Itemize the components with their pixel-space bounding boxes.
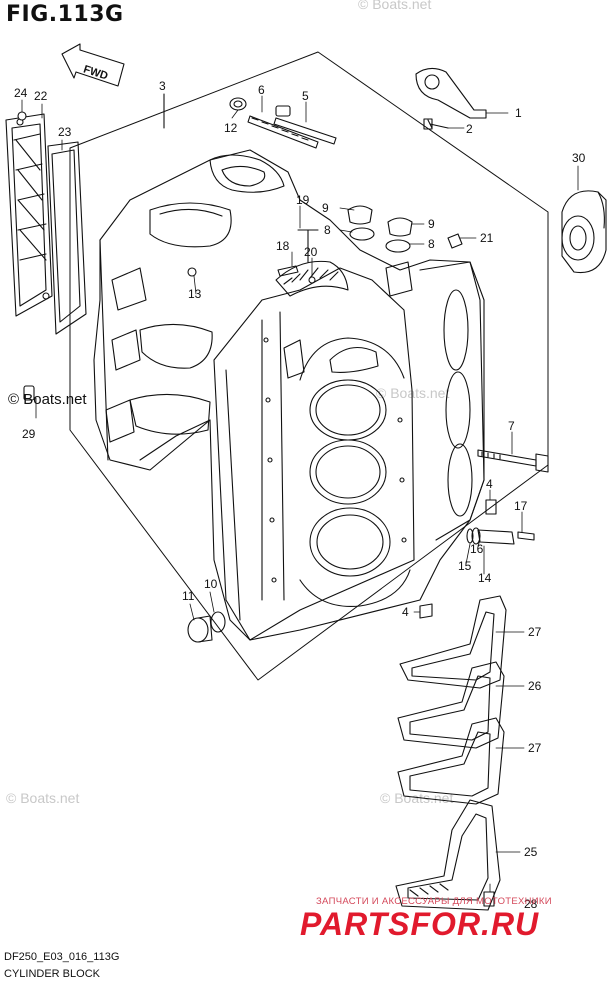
part-4-plug-upper — [485, 499, 497, 515]
watermark-boats-mid: © Boats.net — [376, 385, 450, 401]
part-25-exhaust-cover — [395, 799, 501, 911]
callout-4-lower: 4 — [402, 605, 409, 619]
callout-19: 19 — [296, 193, 310, 207]
callout-6: 6 — [258, 83, 265, 97]
callout-8-left: 8 — [324, 223, 331, 237]
part-27-gasket-lower — [397, 717, 505, 805]
callout-13: 13 — [188, 287, 202, 301]
part-27-gasket-upper — [399, 595, 507, 689]
part-19-bracket — [275, 229, 349, 297]
part-9-plug-left — [347, 205, 373, 225]
part-16-sensor — [471, 527, 515, 545]
callout-25: 25 — [524, 845, 538, 859]
callout-4-upper: 4 — [486, 477, 493, 491]
assembly-frame — [69, 51, 549, 681]
callout-16: 16 — [470, 542, 484, 556]
callout-5: 5 — [302, 89, 309, 103]
figure-title: FIG.113G — [6, 2, 124, 27]
callout-26: 26 — [528, 679, 542, 693]
part-23-gasket — [47, 141, 87, 335]
part-20-washer — [308, 276, 316, 284]
callout-21: 21 — [480, 231, 494, 245]
callout-30: 30 — [572, 151, 586, 165]
callout-17: 17 — [514, 499, 528, 513]
callout-numbers: 1 2 3 4 4 5 6 7 8 8 9 9 10 11 12 13 14 1… — [14, 63, 586, 911]
part-6-bolt — [247, 115, 319, 149]
part-18-bolt — [277, 265, 299, 277]
part-12-plug — [229, 97, 247, 111]
callout-27-upper: 27 — [528, 625, 542, 639]
callout-3: 3 — [159, 79, 166, 93]
callout-28: 28 — [524, 897, 538, 911]
figure-code: DF250_E03_016_113G — [4, 951, 120, 963]
callout-1: 1 — [515, 106, 522, 120]
part-2-bolt — [423, 118, 449, 130]
part-26-gasket — [397, 661, 505, 749]
part-15-oring — [466, 528, 474, 544]
fwd-arrow-icon — [61, 43, 125, 87]
part-24-bolt — [17, 111, 27, 121]
callout-14: 14 — [478, 571, 492, 585]
cylinder-block-body — [93, 149, 485, 641]
part-17-bolt — [517, 531, 535, 541]
callout-23: 23 — [58, 125, 72, 139]
part-7-bolt — [477, 449, 549, 473]
part-21-plug — [447, 233, 463, 249]
part-4-plug-lower — [419, 603, 433, 619]
callout-24: 24 — [14, 86, 28, 100]
part-9-plug-right — [387, 217, 413, 237]
callout-20: 20 — [304, 245, 318, 259]
part-5-stud — [273, 105, 337, 145]
callout-29: 29 — [22, 427, 36, 441]
part-11-cap — [187, 615, 213, 643]
callout-12: 12 — [224, 121, 238, 135]
figure-caption: CYLINDER BLOCK — [4, 968, 100, 980]
callout-8-right: 8 — [428, 237, 435, 251]
part-10-oring — [210, 611, 226, 633]
part-8-oring-right — [385, 239, 411, 253]
leader-lines — [21, 95, 579, 893]
watermark-ru-tagline: ЗАПЧАСТИ И АКСЕССУАРЫ ДЛЯ МОТОТЕХНИКИ — [316, 896, 552, 907]
callout-10: 10 — [204, 577, 218, 591]
watermark-boats-top: © Boats.net — [358, 0, 432, 12]
part-29-bolt — [23, 385, 35, 401]
callout-2: 2 — [466, 122, 473, 136]
callout-15: 15 — [458, 559, 472, 573]
watermark-boats-bottom-right: © Boats.net — [380, 790, 454, 806]
callout-18: 18 — [276, 239, 290, 253]
part-8-oring-left — [349, 227, 375, 241]
callout-7: 7 — [508, 419, 515, 433]
part-30-oil-filter — [561, 190, 607, 274]
callout-9-left: 9 — [322, 201, 329, 215]
part-1-bracket — [415, 67, 487, 119]
watermark-boats-bottom-left: © Boats.net — [6, 790, 80, 806]
part-28-bolt — [483, 891, 495, 907]
part-13-pin — [187, 267, 197, 277]
callout-11: 11 — [182, 589, 195, 603]
watermark-boats-left: © Boats.net — [8, 391, 87, 408]
callout-27-lower: 27 — [528, 741, 542, 755]
callout-22: 22 — [34, 89, 48, 103]
callout-9-right: 9 — [428, 217, 435, 231]
part-22-cover-plate — [5, 113, 53, 317]
watermark-ru-logo: PARTSFOR.RU — [300, 906, 540, 942]
